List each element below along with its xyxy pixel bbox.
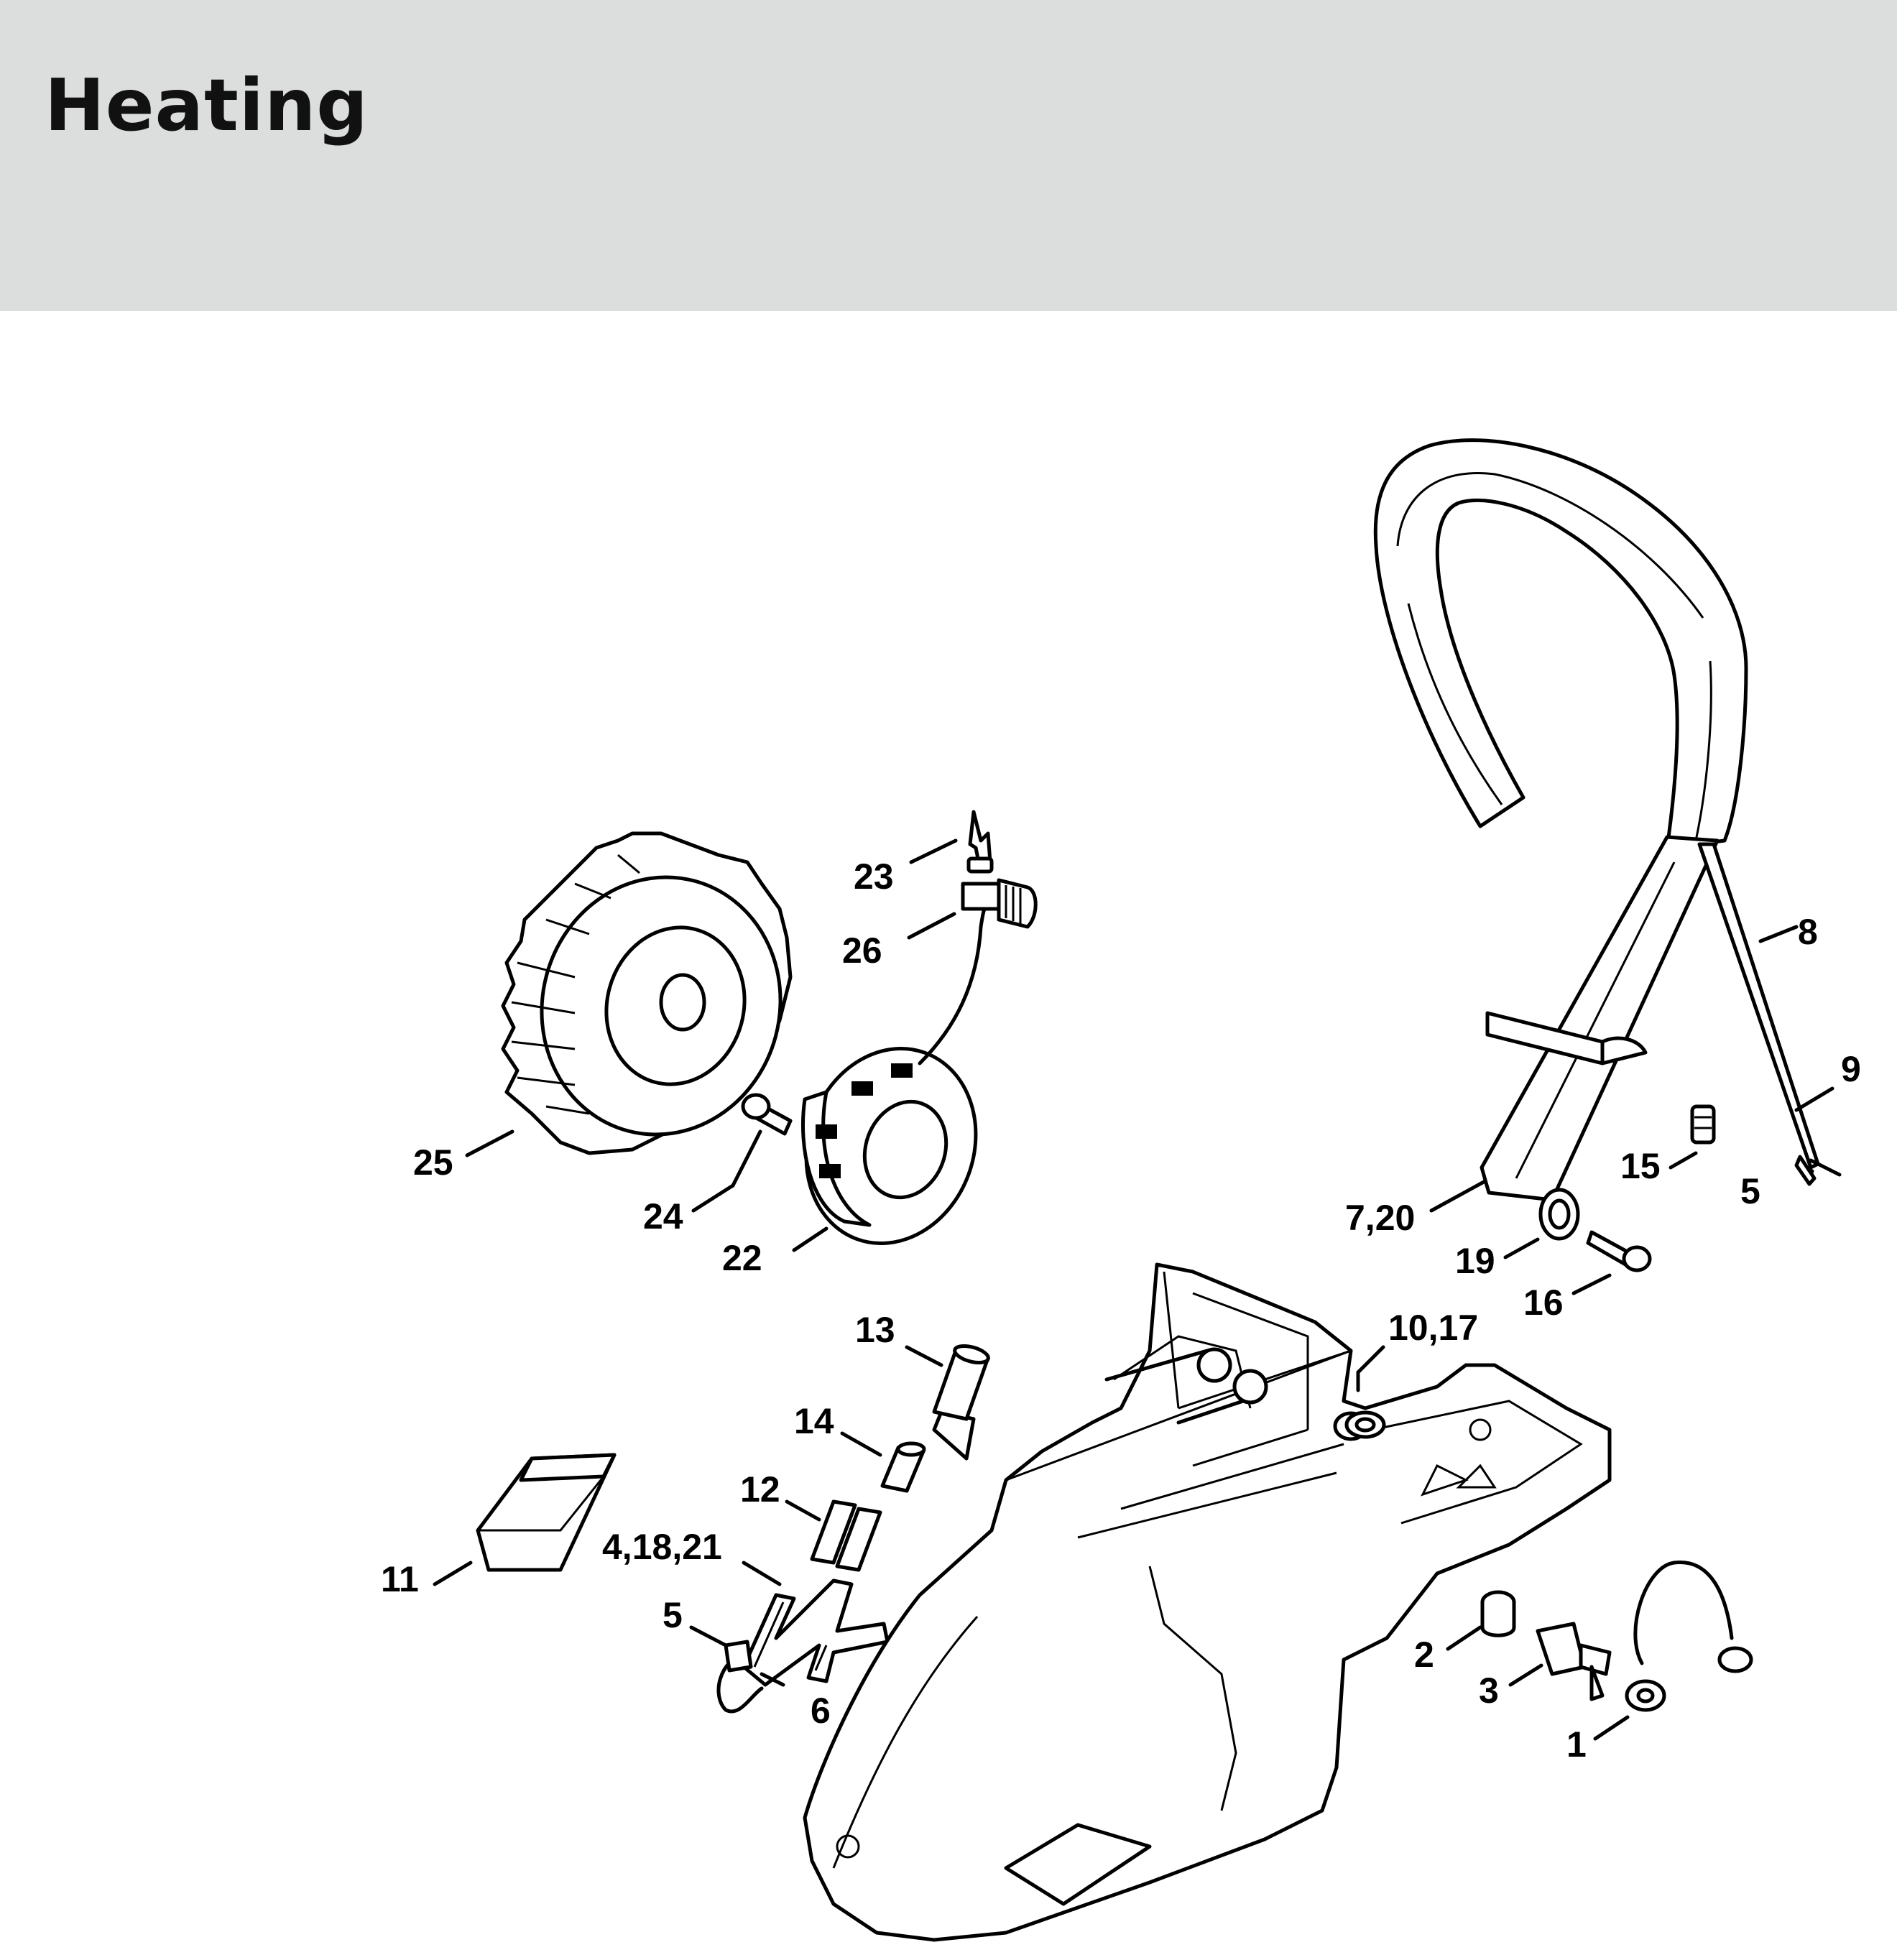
callout-23: 23 — [854, 856, 894, 897]
callout-8: 8 — [1798, 912, 1818, 952]
spark-plug-boot-part — [918, 878, 1038, 1065]
callout-14: 14 — [794, 1401, 834, 1441]
callout-12: 12 — [740, 1469, 780, 1510]
heating-element-part — [742, 1578, 890, 1687]
screw-24-part — [741, 1093, 793, 1136]
flywheel-part — [501, 831, 793, 1155]
callout-10-17: 10,17 — [1388, 1308, 1478, 1348]
callout-15: 15 — [1620, 1146, 1661, 1186]
callout-3: 3 — [1479, 1670, 1499, 1711]
callout-24: 24 — [643, 1196, 683, 1236]
callout-26: 26 — [842, 930, 882, 971]
callout-19: 19 — [1455, 1241, 1495, 1281]
callout-5-left: 5 — [663, 1595, 683, 1635]
callout-25: 25 — [413, 1142, 453, 1183]
switch-3-part — [1536, 1622, 1612, 1701]
sleeve-12-part — [810, 1499, 882, 1572]
callout-6: 6 — [811, 1691, 831, 1731]
washer-19-part — [1538, 1188, 1580, 1241]
callout-9: 9 — [1841, 1049, 1861, 1089]
callout-22: 22 — [722, 1238, 762, 1278]
handle-housing-part — [803, 1262, 1612, 1942]
wire-end-5-right-part — [1794, 1155, 1817, 1186]
callout-11: 11 — [381, 1559, 419, 1599]
sleeve-13-part — [932, 1344, 990, 1461]
ground-wire-1-part — [1625, 1560, 1753, 1712]
screw-15-part — [1690, 1104, 1716, 1145]
sleeve-14-part — [880, 1441, 926, 1493]
ignition-module-part — [801, 1046, 978, 1246]
leader-lines — [433, 838, 1842, 1741]
pad-11-part — [476, 1453, 617, 1572]
callout-13: 13 — [855, 1310, 895, 1350]
callout-5-right: 5 — [1740, 1171, 1760, 1211]
header-bar: Heating — [0, 0, 1897, 311]
grommet-10-17-part — [1344, 1410, 1386, 1439]
wire-6-part — [716, 1640, 764, 1714]
callout-1: 1 — [1566, 1724, 1587, 1765]
callout-16: 16 — [1523, 1282, 1564, 1323]
terminal-23-part — [966, 810, 994, 874]
page-title: Heating — [45, 63, 369, 147]
handlebar-part — [1373, 438, 1820, 1202]
sleeve-2-part — [1480, 1590, 1516, 1637]
screw-16-part — [1586, 1230, 1652, 1272]
callout-4-18-21: 4,18,21 — [602, 1527, 722, 1567]
callout-2: 2 — [1414, 1635, 1434, 1675]
callout-7-20: 7,20 — [1345, 1198, 1415, 1238]
